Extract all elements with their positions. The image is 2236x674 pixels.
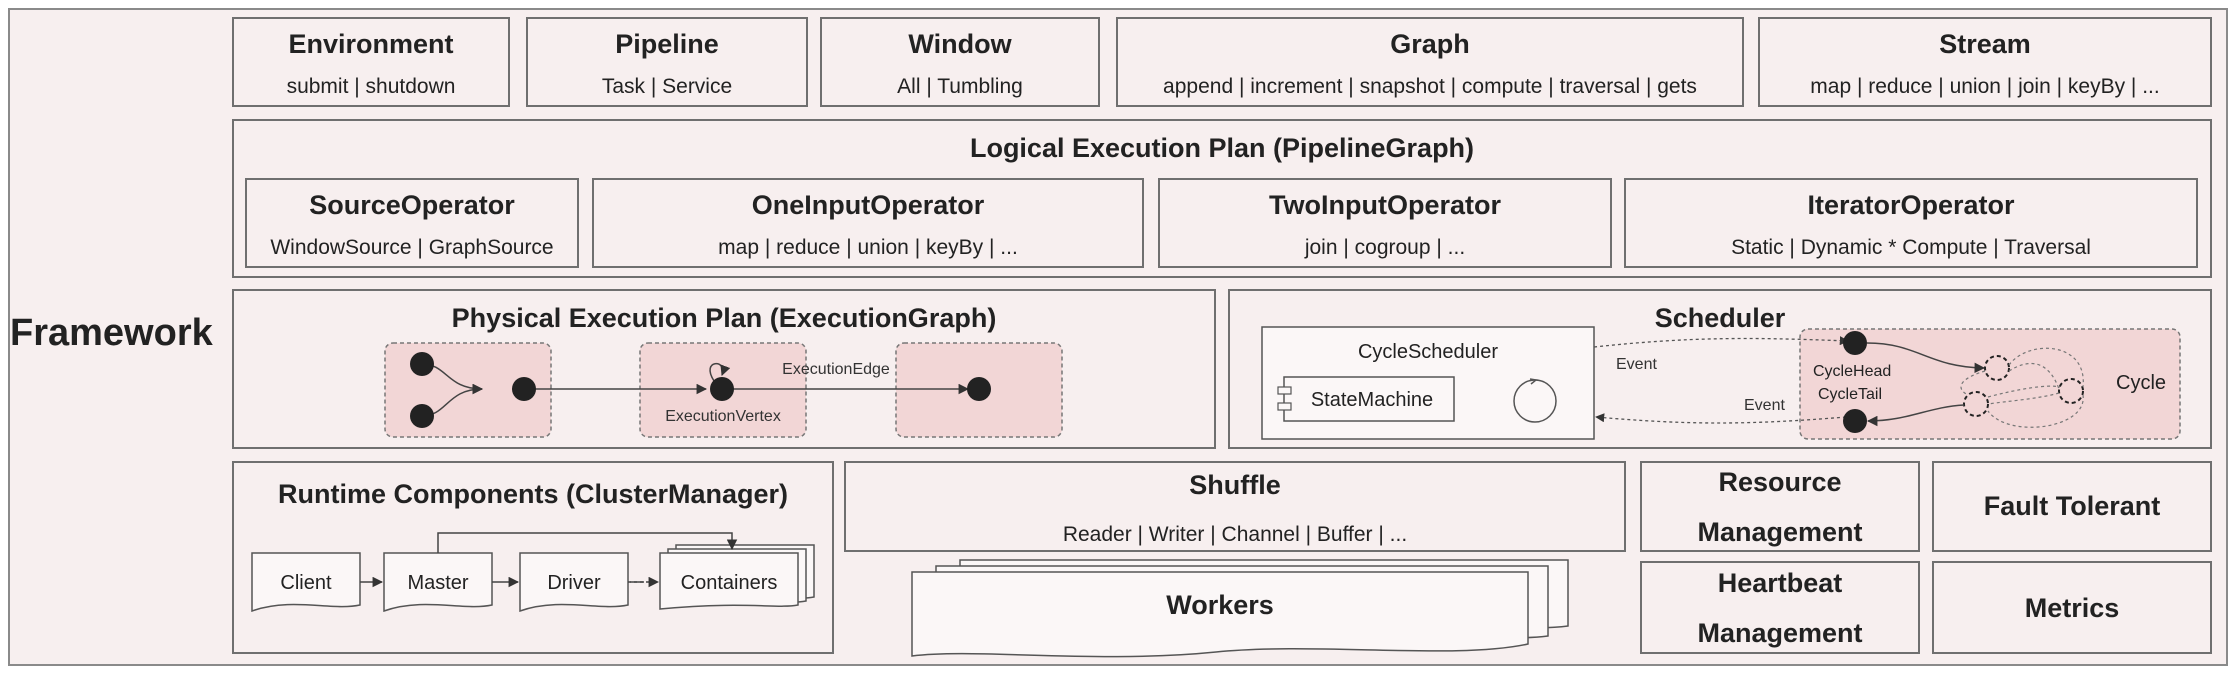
- framework-label: Framework: [10, 312, 213, 354]
- heartbeat-management-line2: Management: [1697, 618, 1863, 648]
- client-label: Client: [280, 572, 332, 594]
- cycle-node-3: [2058, 378, 2084, 404]
- graph-sub: append | increment | snapshot | compute …: [1163, 75, 1697, 98]
- client-doc-shape: [251, 552, 361, 613]
- logical-plan-title: Logical Execution Plan (PipelineGraph): [969, 133, 1475, 163]
- source-vertex-2: [410, 404, 434, 428]
- physical-plan-title: Physical Execution Plan (ExecutionGraph): [451, 303, 997, 333]
- runtime-components-title: Runtime Components (ClusterManager): [277, 479, 789, 509]
- cycle-tail-label: CycleTail: [1818, 386, 1882, 403]
- resource-management-box: Resource Management: [1640, 461, 1920, 552]
- state-machine-port-bottom: [1277, 402, 1292, 411]
- stream-sub: map | reduce | union | join | keyBy | ..…: [1810, 75, 2160, 98]
- state-machine-label: StateMachine: [1311, 389, 1433, 411]
- driver-doc-shape: [519, 552, 629, 613]
- merge-vertex: [512, 377, 536, 401]
- one-input-operator-title: OneInputOperator: [751, 190, 985, 220]
- runtime-diagram: Client Master Driver Containers: [251, 532, 815, 613]
- state-machine-port-top: [1277, 386, 1292, 395]
- execution-edge-label: ExecutionEdge: [782, 361, 890, 378]
- environment-sub: submit | shutdown: [286, 75, 456, 98]
- resource-management-line1: Resource: [1718, 467, 1842, 497]
- shuffle-sub: Reader | Writer | Channel | Buffer | ...: [1062, 523, 1408, 546]
- metrics-label: Metrics: [2024, 593, 2120, 623]
- source-operator-title: SourceOperator: [309, 190, 515, 220]
- window-box: Window All | Tumbling: [820, 17, 1100, 107]
- window-sub: All | Tumbling: [897, 75, 1023, 98]
- heartbeat-management-box: Heartbeat Management: [1640, 561, 1920, 654]
- pipeline-title: Pipeline: [615, 29, 719, 59]
- event-bottom-label: Event: [1744, 397, 1785, 414]
- two-input-operator-title: TwoInputOperator: [1269, 190, 1501, 220]
- stream-title: Stream: [1939, 29, 2031, 59]
- scheduler-diagram: CycleScheduler StateMachine Event Event …: [1261, 326, 2181, 440]
- sink-vertex: [967, 377, 991, 401]
- execution-vertex: [710, 377, 734, 401]
- pipeline-box: Pipeline Task | Service: [526, 17, 808, 107]
- resource-management-line2: Management: [1697, 517, 1863, 547]
- iterator-operator-box: IteratorOperator Static | Dynamic * Comp…: [1624, 178, 2198, 268]
- workers-label: Workers: [1166, 590, 1274, 620]
- fault-tolerant-box: Fault Tolerant: [1932, 461, 2212, 552]
- fault-tolerant-label: Fault Tolerant: [1983, 491, 2161, 521]
- shuffle-box: Shuffle Reader | Writer | Channel | Buff…: [844, 461, 1626, 552]
- execution-graph-diagram: ExecutionEdge ExecutionVertex: [384, 342, 1063, 438]
- master-doc-shape: [383, 552, 493, 613]
- two-input-operator-sub: join | cogroup | ...: [1304, 236, 1466, 259]
- window-title: Window: [908, 29, 1012, 59]
- metrics-box: Metrics: [1932, 561, 2212, 654]
- two-input-operator-box: TwoInputOperator join | cogroup | ...: [1158, 178, 1612, 268]
- graph-title: Graph: [1390, 29, 1470, 59]
- cycle-node-1: [1984, 355, 2010, 381]
- cycle-group: [1799, 328, 2181, 440]
- state-machine-box: [1283, 376, 1455, 422]
- heartbeat-management-line1: Heartbeat: [1717, 568, 1843, 598]
- cycle-node-2: [1963, 391, 1989, 417]
- one-input-operator-sub: map | reduce | union | keyBy | ...: [718, 236, 1018, 259]
- workers-diagram: [911, 559, 1569, 658]
- cycle-label: Cycle: [2116, 372, 2166, 394]
- graph-box: Graph append | increment | snapshot | co…: [1116, 17, 1744, 107]
- one-input-operator-box: OneInputOperator map | reduce | union | …: [592, 178, 1144, 268]
- execution-vertex-label: ExecutionVertex: [665, 408, 781, 425]
- cycle-head-node: [1843, 331, 1867, 355]
- cycle-tail-node: [1843, 409, 1867, 433]
- stream-box: Stream map | reduce | union | join | key…: [1758, 17, 2212, 107]
- containers-doc-shape: [659, 552, 799, 610]
- environment-title: Environment: [288, 29, 454, 59]
- shuffle-title: Shuffle: [1189, 470, 1281, 500]
- driver-label: Driver: [547, 572, 601, 594]
- cycle-head-label: CycleHead: [1813, 363, 1891, 380]
- scheduler-title: Scheduler: [1654, 303, 1786, 333]
- containers-label: Containers: [681, 572, 778, 594]
- cycle-scheduler-label: CycleScheduler: [1358, 341, 1498, 363]
- pipeline-sub: Task | Service: [601, 75, 733, 98]
- master-label: Master: [407, 572, 468, 594]
- iterator-operator-title: IteratorOperator: [1807, 190, 2015, 220]
- source-operator-sub: WindowSource | GraphSource: [270, 236, 554, 259]
- event-top-label: Event: [1616, 356, 1657, 373]
- source-vertex-1: [410, 352, 434, 376]
- source-operator-box: SourceOperator WindowSource | GraphSourc…: [245, 178, 579, 268]
- iterator-operator-sub: Static | Dynamic * Compute | Traversal: [1731, 236, 2091, 259]
- environment-box: Environment submit | shutdown: [232, 17, 510, 107]
